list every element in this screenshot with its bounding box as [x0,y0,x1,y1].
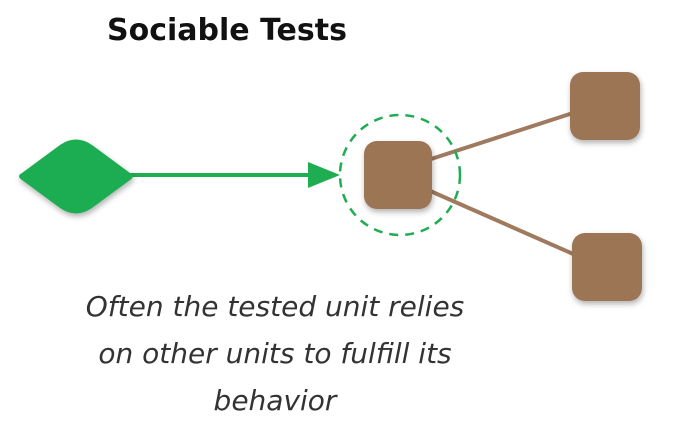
test-arrow-head [308,162,340,188]
test-diamond [19,139,133,214]
link-to-top-collaborator [426,110,578,162]
caption-line-2: on other units to fulfill its [98,337,452,370]
tested-unit-focus-circle [338,113,462,237]
caption-line-3: behavior [213,384,337,417]
collaborator-box-bottom [572,233,642,301]
collaborator-box-top [570,72,640,140]
tested-unit-box [364,141,432,209]
caption: Often the tested unit relies on other un… [20,283,530,424]
caption-line-1: Often the tested unit relies [85,290,465,323]
page-title: Sociable Tests [107,13,347,48]
link-to-bottom-collaborator [426,188,582,259]
